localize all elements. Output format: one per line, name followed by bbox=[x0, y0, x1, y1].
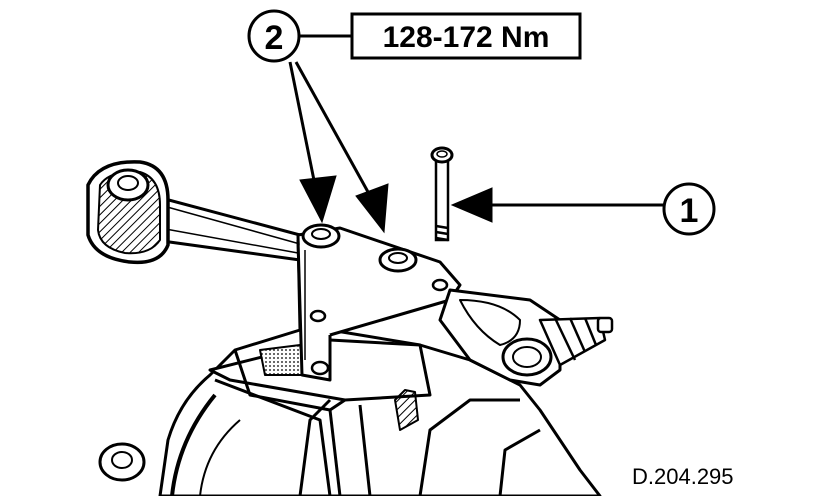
replacement-bolt bbox=[430, 146, 454, 242]
torque-spec-box: 128-172 Nm bbox=[350, 12, 582, 60]
torque-rod bbox=[148, 193, 302, 262]
leader-arrows bbox=[288, 61, 665, 234]
rubber-boot bbox=[538, 316, 614, 367]
callout-part-1-label: 1 bbox=[680, 192, 699, 230]
bracket-bolt-small bbox=[309, 278, 449, 376]
mounting-bracket bbox=[296, 226, 462, 382]
arm-extension bbox=[438, 288, 562, 387]
rod-bushing bbox=[86, 160, 170, 265]
figure-reference: D.204.295 bbox=[632, 464, 734, 489]
callout-part-1: 1 bbox=[662, 182, 716, 236]
bracket-bolt-upper-right bbox=[378, 247, 418, 273]
lower-left-nut bbox=[98, 442, 146, 482]
callout-part-2-label: 2 bbox=[265, 19, 284, 57]
torque-spec-label: 128-172 Nm bbox=[383, 21, 550, 54]
callout-part-2: 2 bbox=[247, 9, 301, 63]
bracket-bolt-upper-left bbox=[301, 223, 341, 249]
